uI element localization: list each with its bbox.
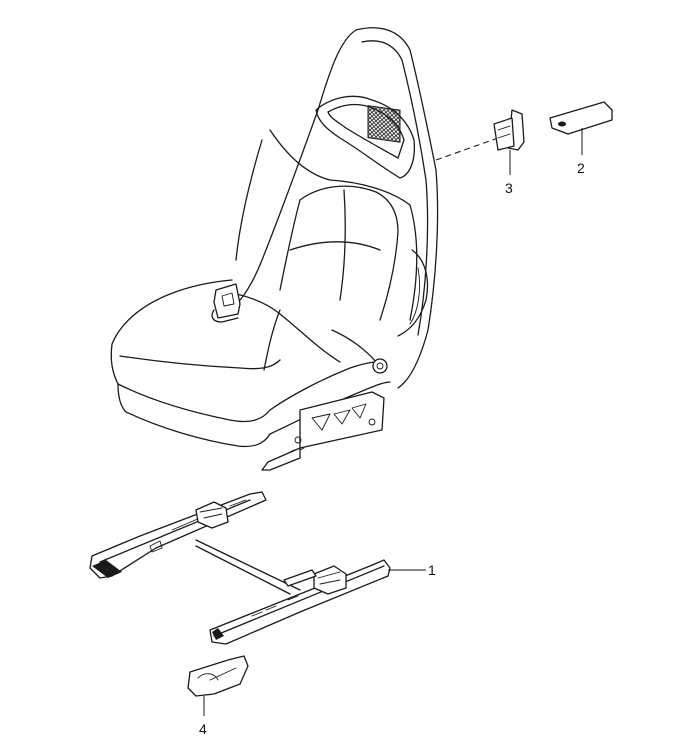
part-4-trim-cover	[187, 655, 249, 716]
recliner-knob	[372, 358, 388, 374]
part-1-seat-rails	[89, 491, 426, 645]
callout-1: 1	[428, 562, 436, 578]
callout-4: 4	[199, 721, 207, 737]
side-bracket	[261, 391, 385, 471]
buckle	[213, 283, 241, 319]
part-2-cover	[549, 101, 613, 155]
callout-2: 2	[577, 160, 585, 176]
part-3-clip	[435, 109, 525, 175]
seat-illustration	[110, 27, 439, 471]
mesh-panel	[367, 105, 401, 143]
callout-3: 3	[505, 180, 513, 196]
